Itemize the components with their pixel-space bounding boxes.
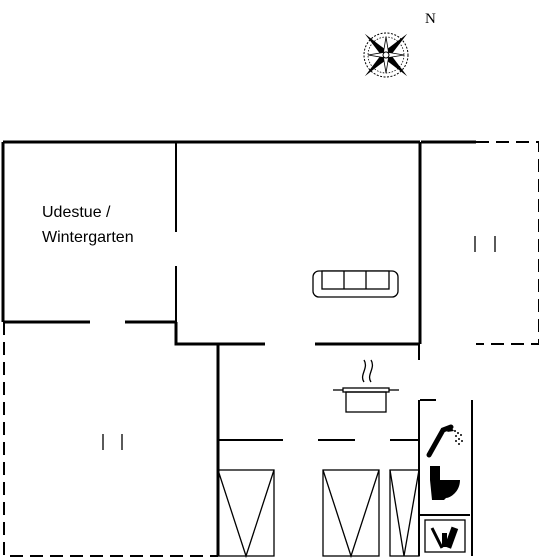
cooking-pot-icon xyxy=(333,359,399,413)
terrace-outlines xyxy=(3,141,539,557)
bed-icon xyxy=(102,236,496,450)
cleaning-supplies-icon xyxy=(424,519,466,553)
toilet-icon xyxy=(430,466,460,500)
compass-rose-icon xyxy=(363,32,409,78)
wardrobes xyxy=(217,469,420,559)
room-label-sunroom: Udestue / Wintergarten xyxy=(42,200,134,250)
solid-walls xyxy=(1,140,476,556)
room-label-line-1: Udestue / xyxy=(42,204,111,221)
shower-icon xyxy=(426,424,463,458)
room-label-line-2: Wintergarten xyxy=(42,229,134,246)
interior-walls xyxy=(175,142,473,556)
sofa-icon xyxy=(312,270,399,298)
north-label: N xyxy=(425,11,436,27)
